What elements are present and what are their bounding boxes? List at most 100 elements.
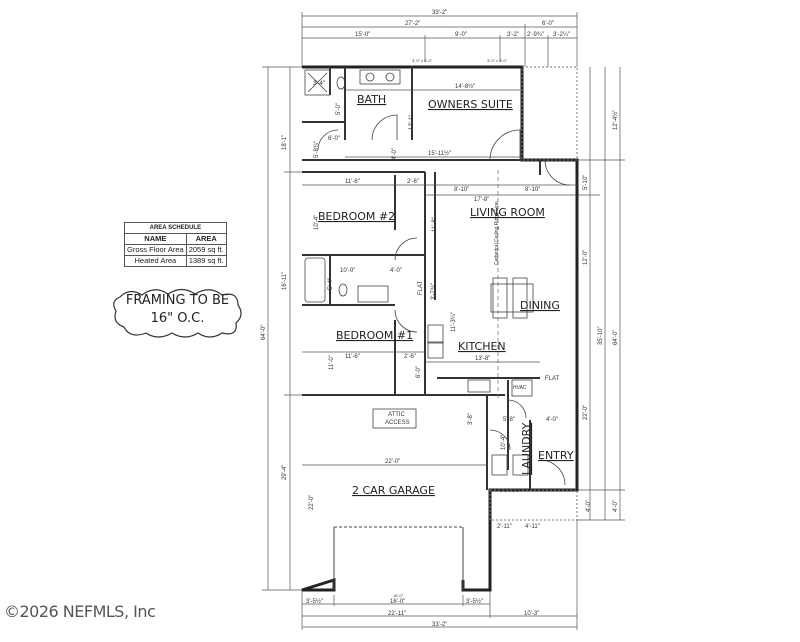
dim-bath-v: 5'-0" [336, 103, 342, 115]
room-garage: 2 CAR GARAGE [352, 484, 435, 497]
dim-hall-b: 4'-0" [390, 268, 402, 274]
shower [304, 69, 331, 96]
room-labels: BATH OWNERS SUITE BEDROOM #2 LIVING ROOM… [318, 93, 574, 497]
dining-table [490, 283, 534, 313]
dim-left-top: 18'-1" [282, 135, 288, 150]
washer [491, 454, 508, 476]
room-bath: BATH [357, 93, 386, 106]
exterior-walls [301, 65, 579, 592]
dim-bed2-h: 10'-4" [314, 215, 320, 230]
dim-top-seg5: 3'-2¼" [553, 32, 570, 38]
dim-bed2-cl: 2'-6" [407, 179, 419, 185]
room-bedroom-1: BEDROOM #1 [336, 329, 413, 342]
dim-top-win2: 3'-0" x 5'-0" [487, 58, 508, 63]
dim-hall-w: 10'-0" [340, 268, 355, 274]
dim-left-garage: 29'-4" [282, 465, 288, 480]
dim-top-right: 6'-0" [542, 21, 554, 27]
dim-bottom-door: 16'-0" [390, 599, 405, 605]
dim-left-overall: 64'-0" [261, 325, 267, 340]
dim-top-overall: 33'-2" [432, 10, 447, 16]
dim-suite-w: 14'-8½" [455, 83, 475, 90]
dim-bottom-porch: 10'-3" [524, 611, 539, 617]
door-bed2 [394, 237, 418, 261]
room-dining: DINING [520, 299, 560, 312]
dim-left-mid: 16'-11" [282, 272, 288, 290]
dim-bottom-overall: 33'-2" [432, 622, 447, 628]
hvac-label: HVAC [513, 385, 527, 391]
dim-top-win1: 3'-0" x 5'-0" [412, 58, 433, 63]
framing-note-line2: 16" O.C. [150, 311, 205, 326]
header-name: NAME [124, 233, 187, 245]
left-dimensions: 18'-1" 16'-11" 64'-0" 29'-4" [261, 66, 302, 591]
dim-suite-w2: 15'-11½" [428, 150, 451, 157]
door-bed1 [394, 309, 418, 333]
dim-right-overall: 64'-0" [613, 330, 619, 345]
hvac-closet [511, 379, 533, 397]
dim-hall-h: 3'-7¾" [431, 283, 437, 300]
area-schedule-table: AREA SCHEDULE NAME AREA Gross Floor Area… [124, 222, 227, 267]
dim-top-seg4: 2'-9¾" [527, 32, 544, 38]
dim-bed1-h: 11'-0" [329, 355, 335, 370]
sink [467, 379, 491, 393]
dim-right-d: 35'-10" [598, 326, 604, 345]
door-rear [544, 159, 571, 186]
table-row: Gross Floor Area 2059 sq ft. [124, 244, 227, 256]
dim-wic-v: 5'-8¾" [314, 141, 320, 158]
row-name: Gross Floor Area [124, 244, 187, 256]
vanity [357, 285, 389, 303]
dim-right-a: 12'-4½" [612, 110, 619, 130]
copyright-watermark: ©2026 NEFMLS, Inc [4, 602, 156, 621]
dim-kitchen-h: 11'-3¼" [451, 312, 457, 332]
dim-porch-win: 3'-6" x 3'-6" [500, 488, 521, 493]
dim-bed1-w: 11'-6" [345, 354, 360, 360]
row-area: 1389 sq ft. [185, 255, 227, 267]
dim-bed2-w: 11'-6" [345, 179, 360, 185]
dim-bath2-h: 5'-4" [328, 278, 334, 290]
table-row: Heated Area 1389 sq ft. [124, 255, 227, 267]
dim-suite-h: 12'-1" [409, 115, 415, 130]
interior-walls [302, 67, 541, 490]
vanity-double [359, 69, 401, 85]
dim-bed1-clh: 6'-0" [416, 366, 422, 378]
dim-living-w: 17'-8" [474, 197, 489, 203]
dim-right-c: 12'-0" [583, 250, 589, 265]
dim-porch-a: 2'-11" [497, 524, 512, 530]
dim-laundry-h: 10'-4" [501, 435, 507, 450]
room-laundry: LAUNDRY [520, 422, 533, 475]
dim-bottom-door-label: 16'-0" [393, 593, 404, 598]
top-dimensions: 33'-2" 27'-2" 6'-0" 15'-0" 9'-0" 3'-2" 2… [301, 10, 578, 67]
dim-right-f: 4'-0" [613, 500, 619, 512]
dim-entry-w: 4'-0" [546, 417, 558, 423]
framing-note-cloud: FRAMING TO BE 16" O.C. [110, 285, 245, 340]
room-owners-suite: OWNERS SUITE [428, 98, 513, 111]
dim-garage-in: 3'-8" [468, 413, 474, 425]
dim-bottom-right: 3'-5½" [466, 598, 483, 605]
dim-top-seg1: 15'-0" [355, 32, 370, 38]
door-bath [371, 114, 398, 141]
flat-label-2: FLAT [418, 280, 424, 295]
dryer [512, 454, 529, 476]
door-hall [507, 399, 527, 419]
header-area: AREA [185, 233, 227, 245]
dim-living-b: 8'-10" [525, 187, 540, 193]
dim-living-a: 8'-10" [454, 187, 469, 193]
room-living-room: LIVING ROOM [470, 206, 545, 219]
attic-access-box [372, 408, 417, 429]
row-name: Heated Area [124, 255, 187, 267]
framing-note-line1: FRAMING TO BE [125, 293, 230, 308]
door-laundry [489, 429, 511, 451]
dim-right-b: 5'-10" [583, 175, 589, 190]
dim-living-h: 11'-8" [432, 217, 438, 232]
refrigerator [427, 324, 444, 344]
dim-garage-h: 22'-0" [309, 495, 315, 510]
range [427, 341, 444, 359]
dim-porch-h: 4'-0" [586, 500, 592, 512]
dim-right-e: 22'-0" [583, 405, 589, 420]
door-wic [317, 129, 339, 151]
dim-laundry-w: 5'-8" [503, 417, 515, 423]
ridge-note: Cathedral Ceiling Ridge Line [494, 201, 500, 265]
room-kitchen: KITCHEN [458, 340, 506, 353]
room-bedroom-2: BEDROOM #2 [318, 210, 395, 223]
covered-porch-rear [521, 66, 578, 161]
